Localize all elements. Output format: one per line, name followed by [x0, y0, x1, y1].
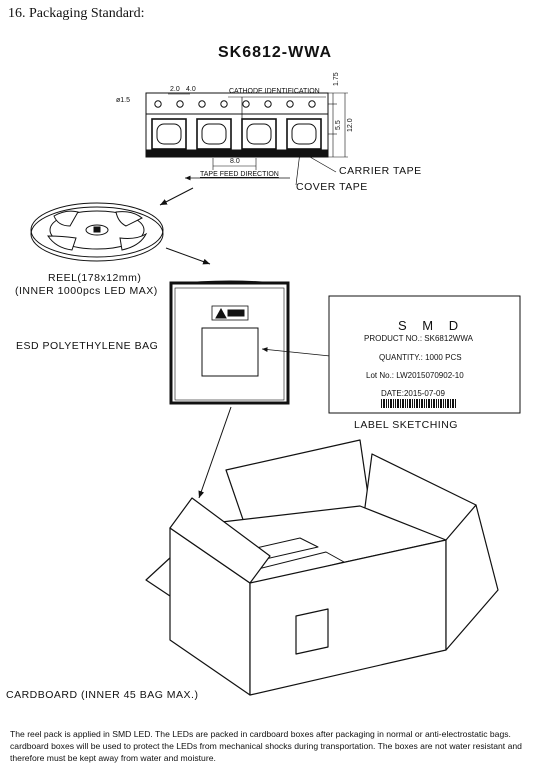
part-number-title: SK6812-WWA — [217, 44, 333, 61]
reel-label: REEL(178x12mm) — [48, 272, 142, 284]
cover-tape-label: COVER TAPE — [296, 181, 368, 193]
label-smd-title: S M D — [398, 318, 465, 333]
reel-capacity-label: (INNER 1000pcs LED MAX) — [15, 285, 158, 297]
carrier-tape-drawing — [145, 92, 348, 186]
esd-bag-drawing — [169, 280, 290, 405]
led-pitch-dim: 8.0 — [230, 158, 240, 165]
label-sketching-caption: LABEL SKETCHING — [354, 419, 458, 431]
hole-pitch-dim: 4.0 — [186, 86, 196, 93]
packaging-description: The reel pack is applied in SMD LED. The… — [10, 729, 522, 763]
reel-drawing — [30, 202, 164, 262]
carrier-tape-label: CARRIER TAPE — [339, 165, 422, 177]
tape-width-dim: 12.0 — [347, 118, 354, 132]
cardboard-box-drawing — [145, 439, 499, 696]
section-heading: 16. Packaging Standard: — [8, 6, 145, 21]
edge-dim: 1.75 — [333, 72, 340, 86]
hole-diameter-dim: ø1.5 — [116, 97, 131, 104]
small-pitch-dim: 2.0 — [170, 86, 180, 93]
cardboard-box-label: CARDBOARD (INNER 45 BAG MAX.) — [6, 689, 199, 701]
label-product-no: PRODUCT NO.: SK6812WWA — [364, 334, 473, 343]
label-quantity: QUANTITY.: 1000 PCS — [379, 353, 462, 362]
tape-feed-direction-label: TAPE FEED DIRECTION — [200, 171, 279, 178]
cathode-identification-label: CATHODE IDENTIFICATION — [229, 88, 320, 95]
label-date: DATE:2015-07-09 — [381, 389, 445, 398]
inner-dim: 5.5 — [335, 120, 342, 130]
label-lot-no: Lot No.: LW2015070902-10 — [366, 371, 464, 380]
label-card-drawing — [328, 295, 521, 414]
esd-bag-label: ESD POLYETHYLENE BAG — [16, 340, 159, 352]
